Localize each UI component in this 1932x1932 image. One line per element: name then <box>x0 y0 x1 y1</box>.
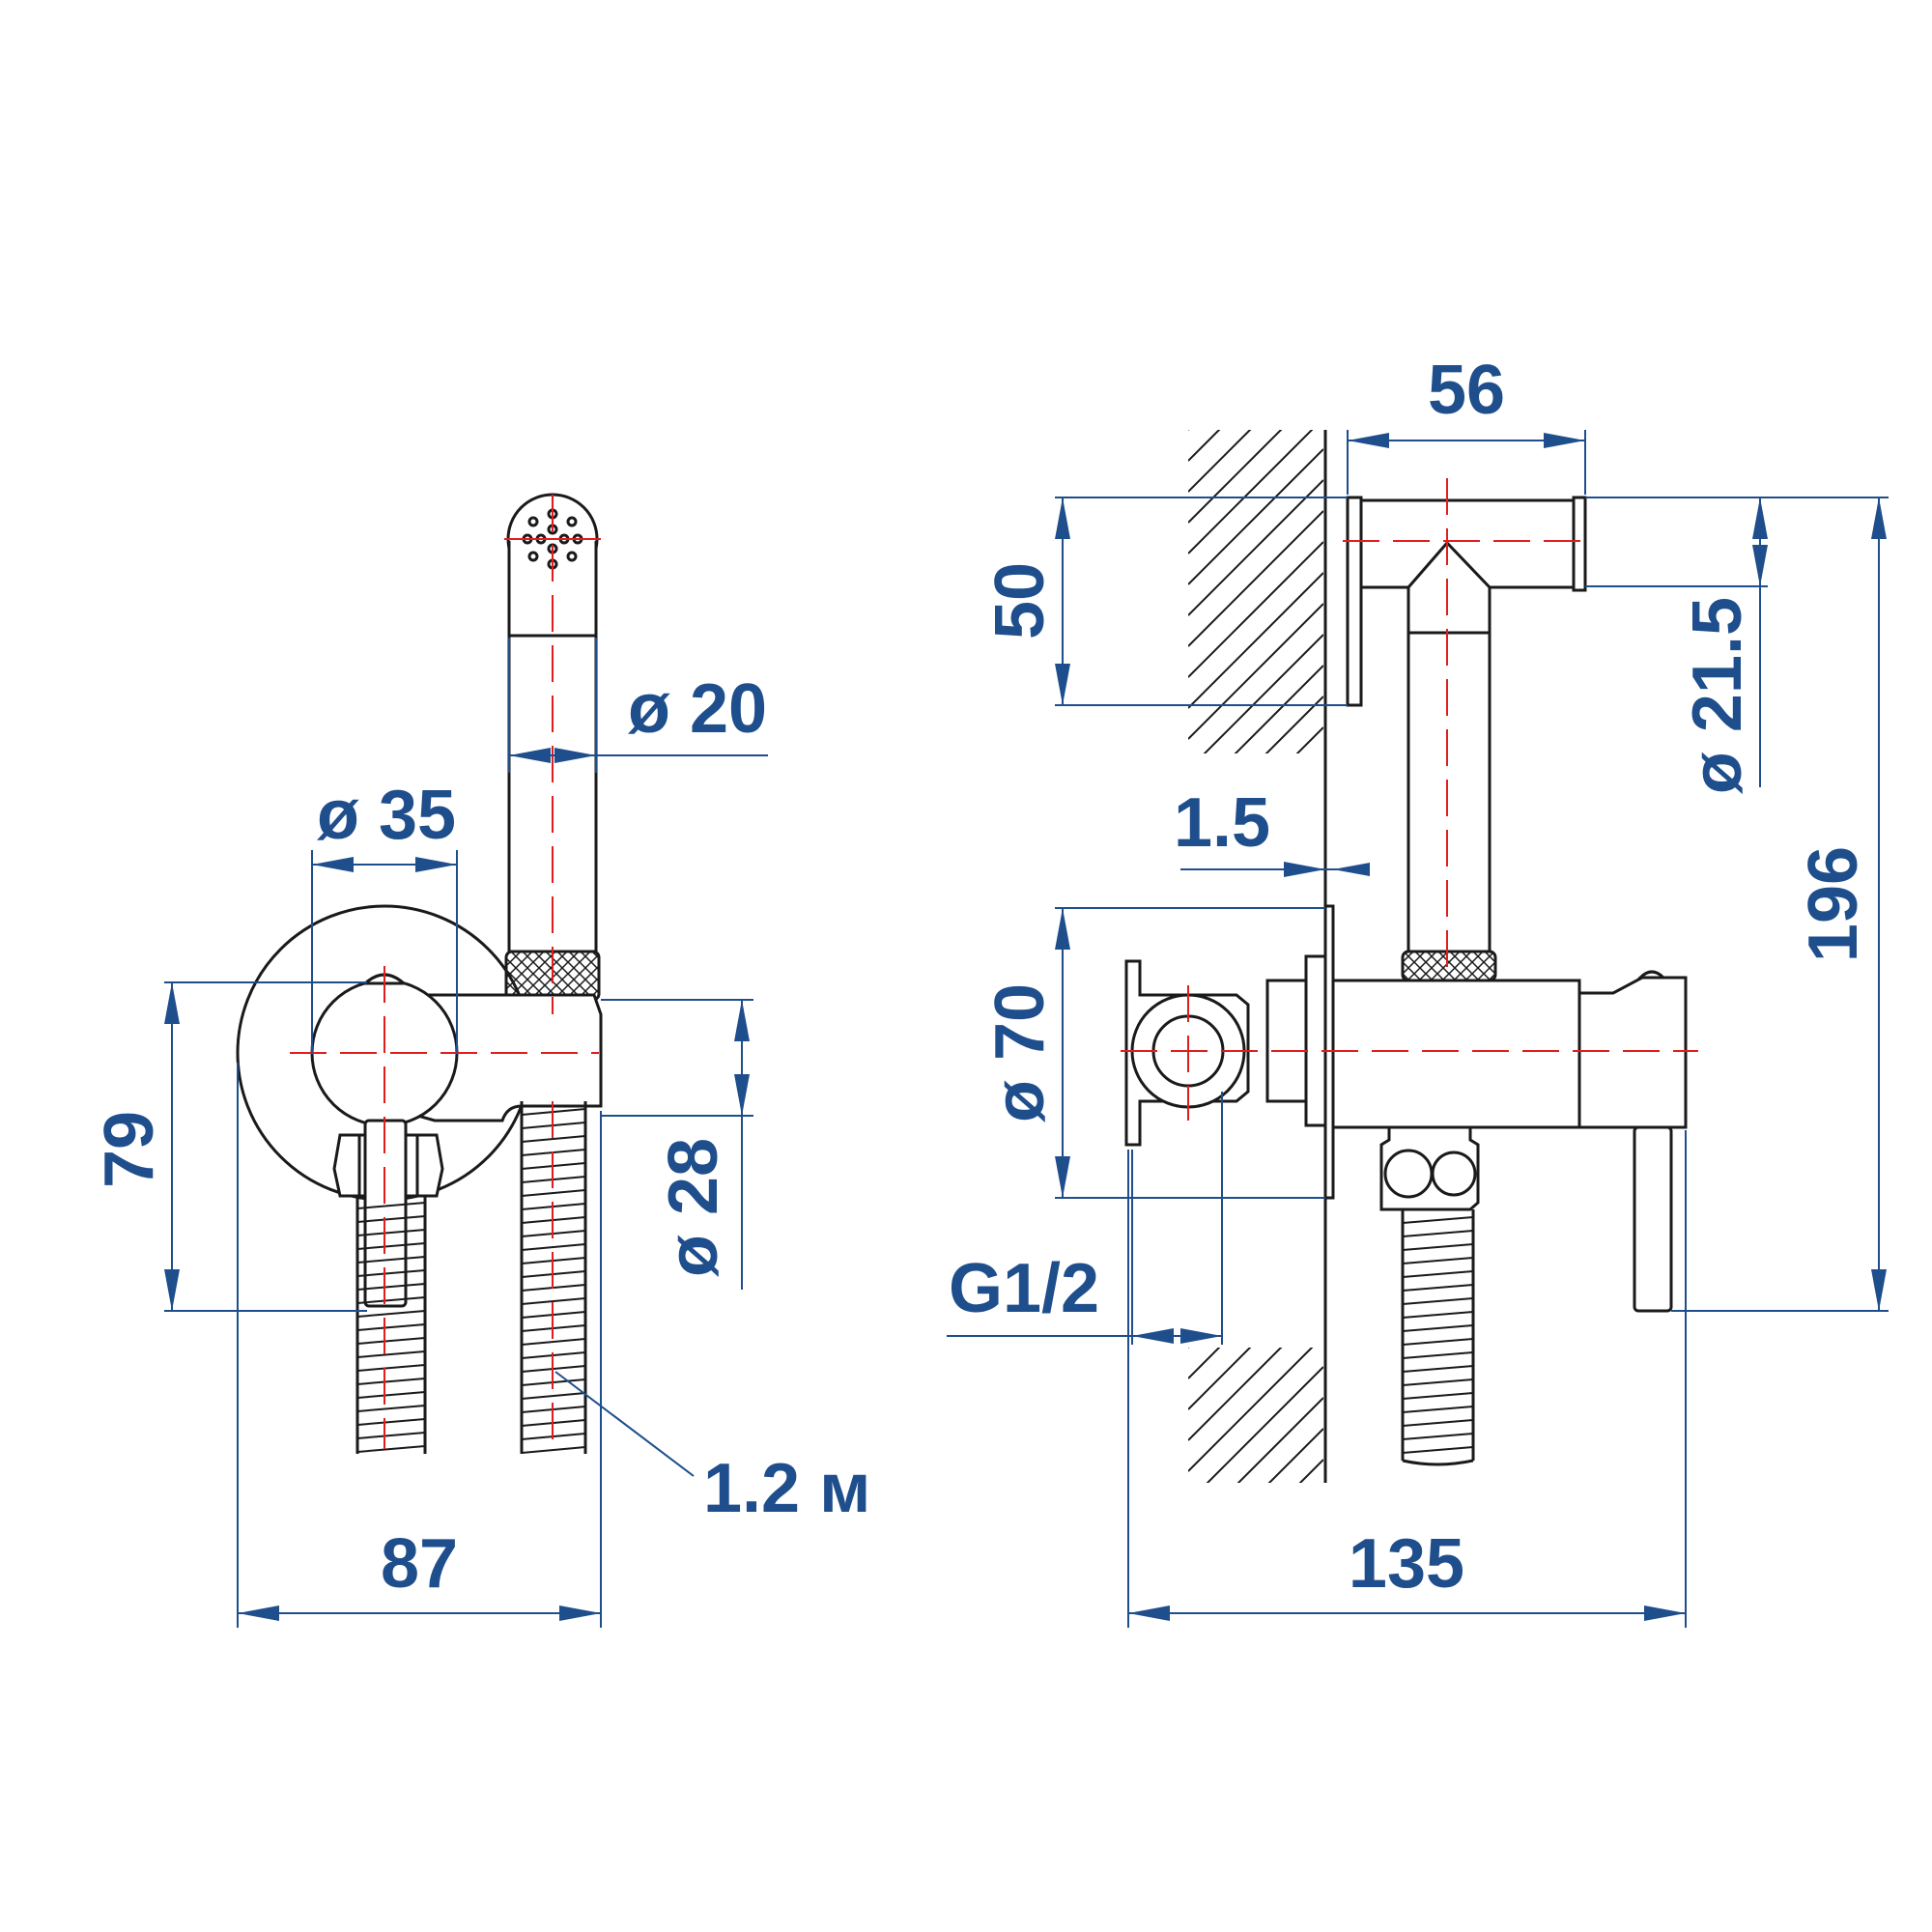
hose-thread-line <box>356 1364 426 1372</box>
hose-thread-line <box>356 1202 426 1209</box>
hose-thread-line <box>1402 1378 1474 1386</box>
hose-thread-line <box>1402 1257 1474 1264</box>
hose-thread-line <box>356 1405 426 1412</box>
wall-hatch-line <box>1298 1459 1323 1483</box>
hose-thread-line <box>356 1229 426 1236</box>
hose-thread-line <box>356 1391 426 1399</box>
hose-thread-line <box>356 1350 426 1358</box>
hose-thread-line <box>1402 1243 1474 1251</box>
wall-hatch-line <box>1188 430 1314 554</box>
wall-hatch-line <box>1267 1428 1323 1483</box>
hose-thread-line <box>356 1378 426 1385</box>
hose-thread-line <box>1402 1338 1474 1346</box>
hose-thread-line <box>356 1445 426 1453</box>
wall-hatch-line <box>1188 1348 1252 1410</box>
dim-h196: 196 <box>1795 846 1872 962</box>
wall-hatch-line <box>1188 1348 1221 1379</box>
wall-hatch-line <box>1188 430 1283 524</box>
wall-hatch-line <box>1188 448 1323 585</box>
hose-thread-line <box>356 1323 426 1331</box>
wall-hatch-line <box>1234 665 1323 753</box>
dim-d28: ø 28 <box>655 1138 732 1277</box>
wall-hatch-line <box>1203 634 1323 753</box>
hose-thread-line <box>1402 1311 1474 1319</box>
wall-hatch-line <box>1295 726 1323 753</box>
front-view <box>236 493 603 1454</box>
hose-thread-line <box>1402 1446 1474 1454</box>
wall-hatch-line <box>1236 1397 1323 1483</box>
wall-hatch-line <box>1264 696 1323 753</box>
dim-t1-5: 1.5 <box>1174 784 1270 862</box>
side-knurled-ring <box>1401 950 1497 982</box>
hose-thread-line <box>1402 1230 1474 1237</box>
hose-thread-line <box>1402 1406 1474 1413</box>
hose-thread-line <box>1402 1284 1474 1292</box>
wall-hatch-line <box>1206 1366 1323 1483</box>
hose-thread-line <box>1402 1392 1474 1400</box>
mixer-lever-side <box>1633 1125 1673 1313</box>
hose-thread-line <box>356 1337 426 1345</box>
dim-w56: 56 <box>1428 352 1505 429</box>
dim-w135: 135 <box>1349 1525 1464 1603</box>
wall-hatch-line <box>1188 1348 1314 1472</box>
hose-thread-line <box>1402 1419 1474 1427</box>
wall-hatch-line <box>1188 603 1323 740</box>
wall-hatch-line <box>1188 430 1221 462</box>
hose-thread-line <box>356 1215 426 1223</box>
side-hose <box>1401 1209 1475 1466</box>
hose-thread-line <box>356 1432 426 1439</box>
dim-d35: ø 35 <box>317 777 456 854</box>
hose-thread-line <box>356 1269 426 1277</box>
dim-w87: 87 <box>381 1525 458 1603</box>
hose-thread-line <box>356 1296 426 1304</box>
hose-thread-line <box>521 1297 586 1305</box>
hose-thread-line <box>1402 1270 1474 1278</box>
hose-thread-line <box>521 1189 586 1197</box>
dim-hose-length: 1.2 м <box>703 1450 870 1527</box>
hose-thread-line <box>1402 1351 1474 1359</box>
dim-h50: 50 <box>981 562 1059 639</box>
wall-hatch-line <box>1188 541 1323 678</box>
hose-thread-line <box>1402 1324 1474 1332</box>
wall-hatch-line <box>1188 1348 1283 1441</box>
lever-housing <box>1577 976 1688 1129</box>
front-dimensions: ø 20 ø 35 79 ø 28 87 1.2 м <box>91 638 870 1628</box>
wall-hatch-line <box>1188 430 1190 431</box>
dim-d20: ø 20 <box>628 670 767 748</box>
side-dimensions: 56 50 ø 21.5 196 1.5 ø 70 <box>947 352 1889 1628</box>
side-view <box>1121 430 1698 1483</box>
wall-hatch-line <box>1188 1348 1190 1349</box>
holder-plate <box>1346 496 1363 707</box>
wall-hatch-top <box>1188 430 1323 753</box>
side-shower-handle <box>1406 540 1492 953</box>
hose-thread-line <box>1402 1216 1474 1224</box>
dim-d70: ø 70 <box>981 983 1059 1122</box>
wall-hatch-line <box>1188 430 1252 493</box>
hose-thread-line <box>356 1418 426 1426</box>
dim-g1-2: G1/2 <box>949 1250 1099 1327</box>
hose-thread-line <box>1402 1433 1474 1440</box>
side-hose-thread <box>1402 1216 1474 1454</box>
wall-hatch-line <box>1188 510 1323 647</box>
hose-thread-line <box>521 1135 586 1143</box>
hose-thread-line <box>521 1446 586 1454</box>
hose-thread-line <box>356 1242 426 1250</box>
hose-thread-line <box>521 1392 586 1400</box>
wall-hatch-bottom <box>1188 1348 1323 1483</box>
hose-thread-line <box>1402 1365 1474 1373</box>
hose-thread-line <box>521 1243 586 1251</box>
hose-thread-line <box>356 1256 426 1264</box>
dim-h79: 79 <box>91 1111 168 1188</box>
hose-thread-line <box>521 1338 586 1346</box>
hose-thread-line <box>1402 1297 1474 1305</box>
mixer-body-side <box>1331 979 1581 1129</box>
wall-hatch-line <box>1188 479 1323 616</box>
left-hose-thread <box>356 1202 426 1453</box>
hose-thread-line <box>356 1283 426 1291</box>
wall-hatch-line <box>1188 572 1323 709</box>
dim-d21-5: ø 21.5 <box>1679 597 1756 794</box>
hose-thread-line <box>356 1310 426 1318</box>
